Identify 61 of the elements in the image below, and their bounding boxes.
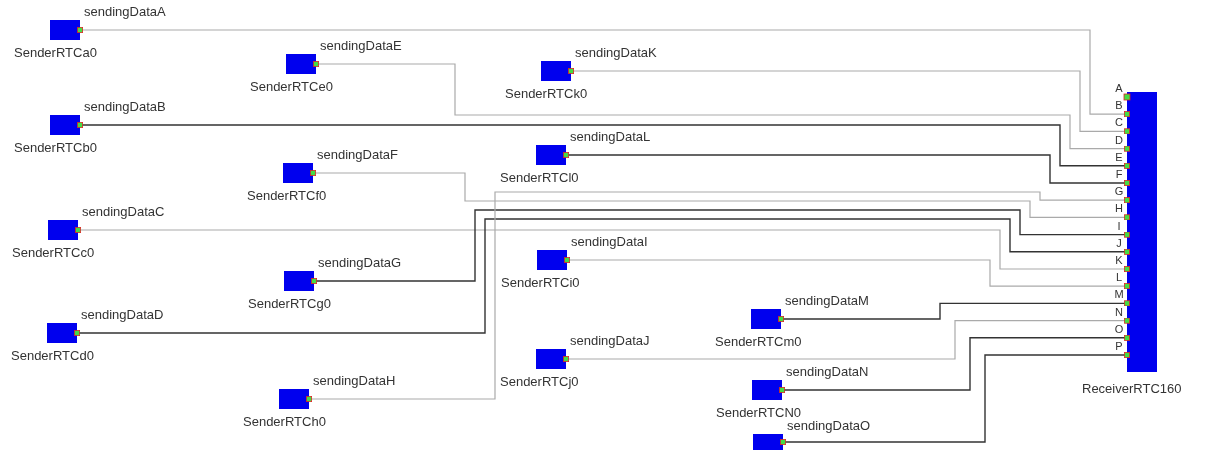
- connector-line: [568, 68, 1130, 135]
- connector-line: [75, 227, 1130, 272]
- component-name: SenderRTCN0: [716, 406, 802, 420]
- port-label: M: [1113, 289, 1125, 301]
- port-label: sendingDataK: [575, 46, 657, 60]
- port-label: sendingDataJ: [570, 334, 650, 348]
- port-label: sendingDataO: [787, 419, 871, 433]
- port-label: sendingDataG: [318, 256, 402, 270]
- port-label: A: [1114, 82, 1124, 94]
- port-label: C: [1114, 117, 1124, 129]
- component-name: SenderRTCj0: [500, 375, 579, 389]
- port-label: sendingDataI: [571, 235, 648, 249]
- connector-line: [563, 152, 1130, 186]
- component-name: SenderRTCi0: [501, 276, 580, 290]
- port-label: sendingDataA: [84, 5, 166, 19]
- port-label: O: [1113, 323, 1125, 335]
- component-name: SenderRTCm0: [715, 335, 802, 349]
- port-label: sendingDataH: [313, 374, 396, 388]
- connector-line: [311, 209, 1130, 284]
- port-label: B: [1114, 100, 1124, 112]
- connector-line: [77, 27, 1130, 118]
- component-name: SenderRTCd0: [11, 349, 94, 363]
- connector-line: [74, 218, 1130, 336]
- component-name: SenderRTCe0: [250, 80, 333, 94]
- port-label: N: [1114, 306, 1124, 318]
- connector-line: [564, 257, 1130, 290]
- component-name: SenderRTCf0: [247, 189, 327, 203]
- connector-line: [779, 334, 1130, 393]
- port-label: sendingDataM: [785, 294, 869, 308]
- connector-line: [310, 170, 1130, 221]
- port-label: F: [1114, 168, 1124, 180]
- port-label: sendingDataL: [570, 130, 651, 144]
- component-name: SenderRTCk0: [505, 87, 588, 101]
- component-name: ReceiverRTC160: [1082, 382, 1182, 396]
- connector-line: [313, 61, 1130, 152]
- port-label: I: [1116, 220, 1122, 232]
- component-name: SenderRTCh0: [243, 415, 326, 429]
- port-label: sendingDataC: [82, 205, 165, 219]
- component-name: SenderRTCg0: [248, 297, 331, 311]
- port-label: G: [1113, 186, 1125, 198]
- port-label: sendingDataE: [320, 39, 402, 53]
- component-name: SenderRTCb0: [14, 141, 97, 155]
- port-label: J: [1115, 237, 1123, 249]
- component-name: SenderRTCc0: [12, 246, 95, 260]
- port-label: P: [1114, 340, 1124, 352]
- connector-line: [780, 352, 1130, 445]
- component-name: SenderRTCl0: [500, 171, 579, 185]
- port-label: sendingDataD: [81, 308, 164, 322]
- connector-line: [77, 122, 1130, 169]
- port-label: K: [1114, 254, 1124, 266]
- port-label: D: [1114, 134, 1124, 146]
- component-name: SenderRTCa0: [14, 46, 97, 60]
- connector-line: [778, 300, 1130, 322]
- port-label: L: [1114, 272, 1124, 284]
- port-label: sendingDataB: [84, 100, 166, 114]
- port-label: E: [1114, 151, 1124, 163]
- connector-line: [563, 317, 1130, 362]
- port-label: sendingDataN: [786, 365, 869, 379]
- port-label: sendingDataF: [317, 148, 398, 162]
- port-label: H: [1114, 203, 1124, 215]
- connector-line: [306, 191, 1130, 402]
